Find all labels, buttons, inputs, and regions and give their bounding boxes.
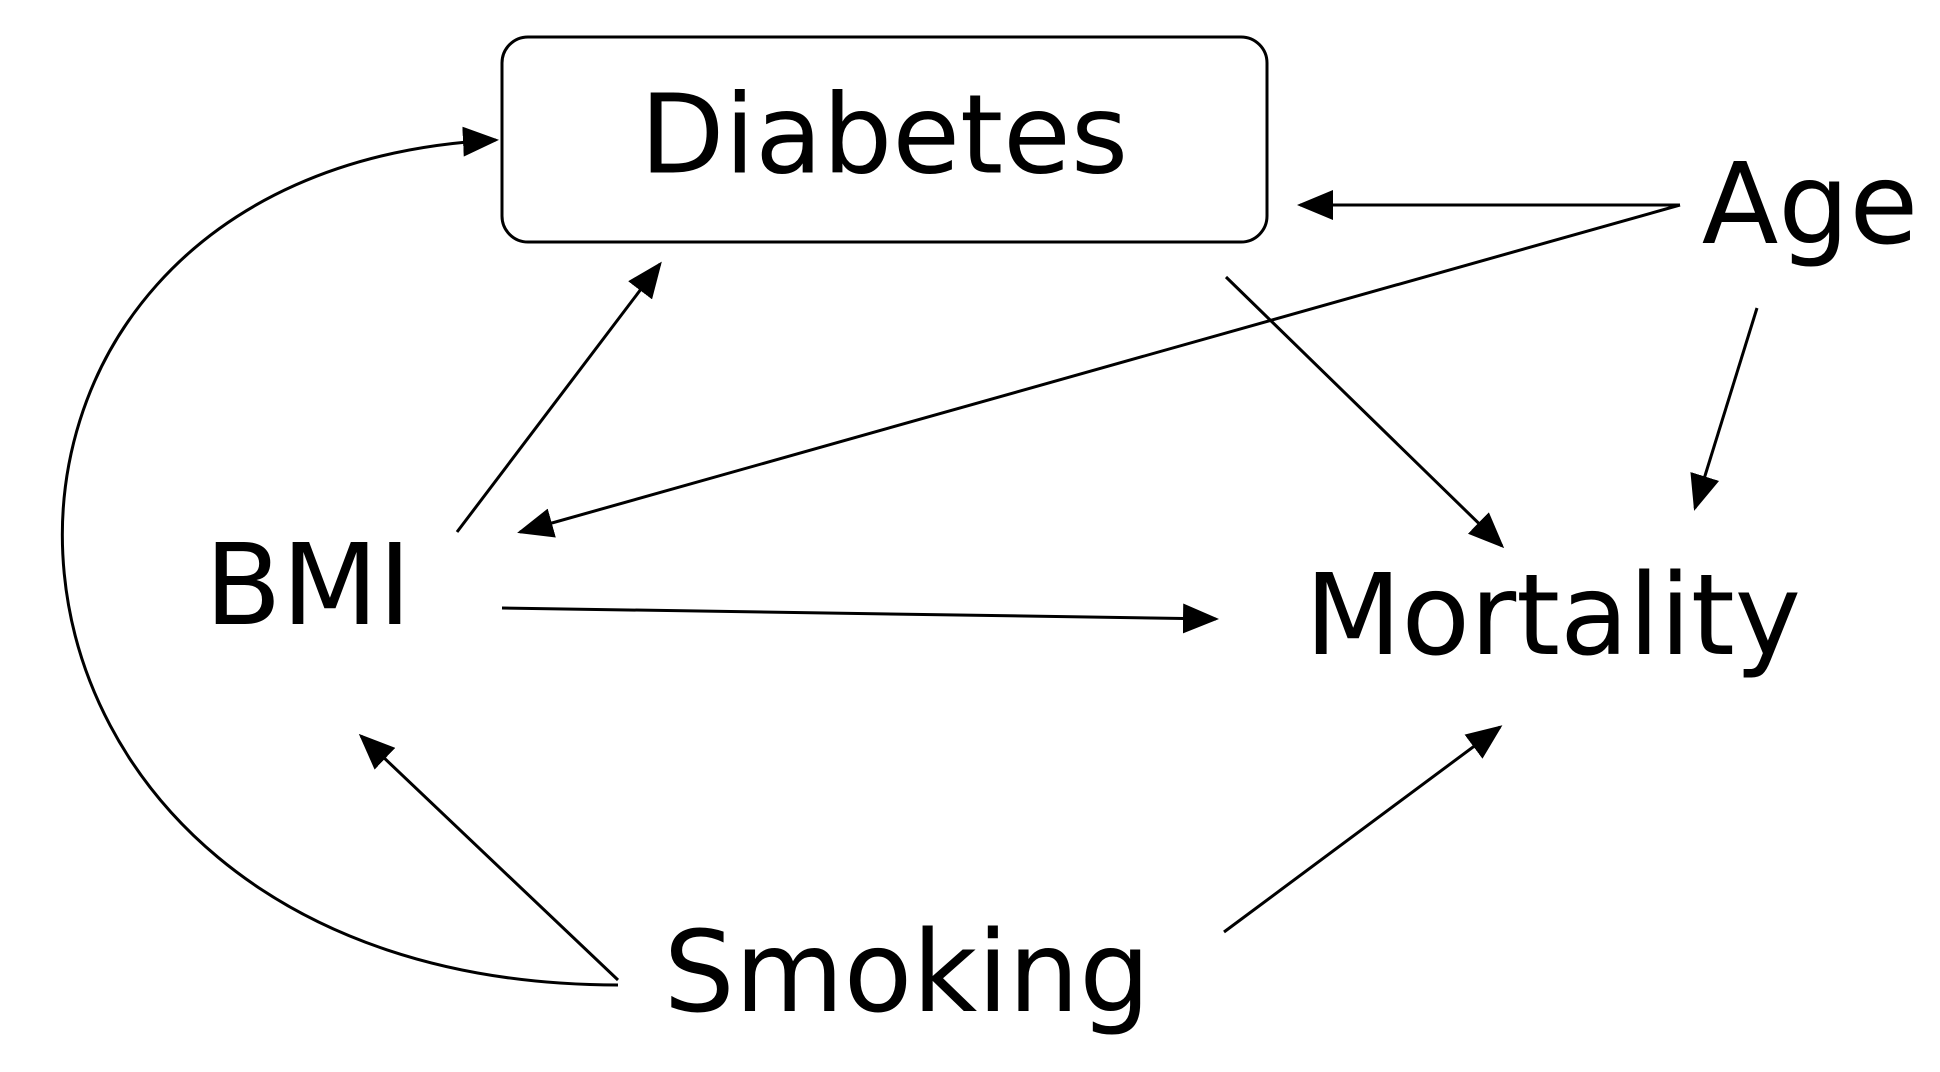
edge-bmi-to-mortality bbox=[501, 603, 1219, 634]
diabetes-box bbox=[500, 35, 1269, 244]
mortality-label: Mortality bbox=[1305, 551, 1801, 681]
node-mortality: Mortality bbox=[1305, 551, 1801, 681]
bmi-label: BMI bbox=[205, 521, 412, 651]
edge-smoking-to-bmi bbox=[358, 733, 620, 982]
edge-diabetes-to-mortality bbox=[1224, 275, 1505, 549]
edges bbox=[60, 126, 1759, 987]
smoking-label: Smoking bbox=[664, 908, 1151, 1038]
edge-smoking-to-diabetes bbox=[60, 126, 619, 987]
node-diabetes: Diabetes bbox=[500, 35, 1269, 244]
edge-age-to-bmi bbox=[517, 203, 1681, 538]
edge-age-to-mortality bbox=[1690, 307, 1759, 511]
age-label: Age bbox=[1702, 140, 1919, 270]
node-smoking: Smoking bbox=[664, 908, 1151, 1038]
edge-bmi-to-diabetes bbox=[455, 261, 662, 533]
diabetes-label: Diabetes bbox=[640, 70, 1128, 198]
edge-smoking-to-mortality bbox=[1223, 725, 1503, 934]
node-age: Age bbox=[1702, 140, 1919, 270]
node-bmi: BMI bbox=[205, 521, 412, 651]
